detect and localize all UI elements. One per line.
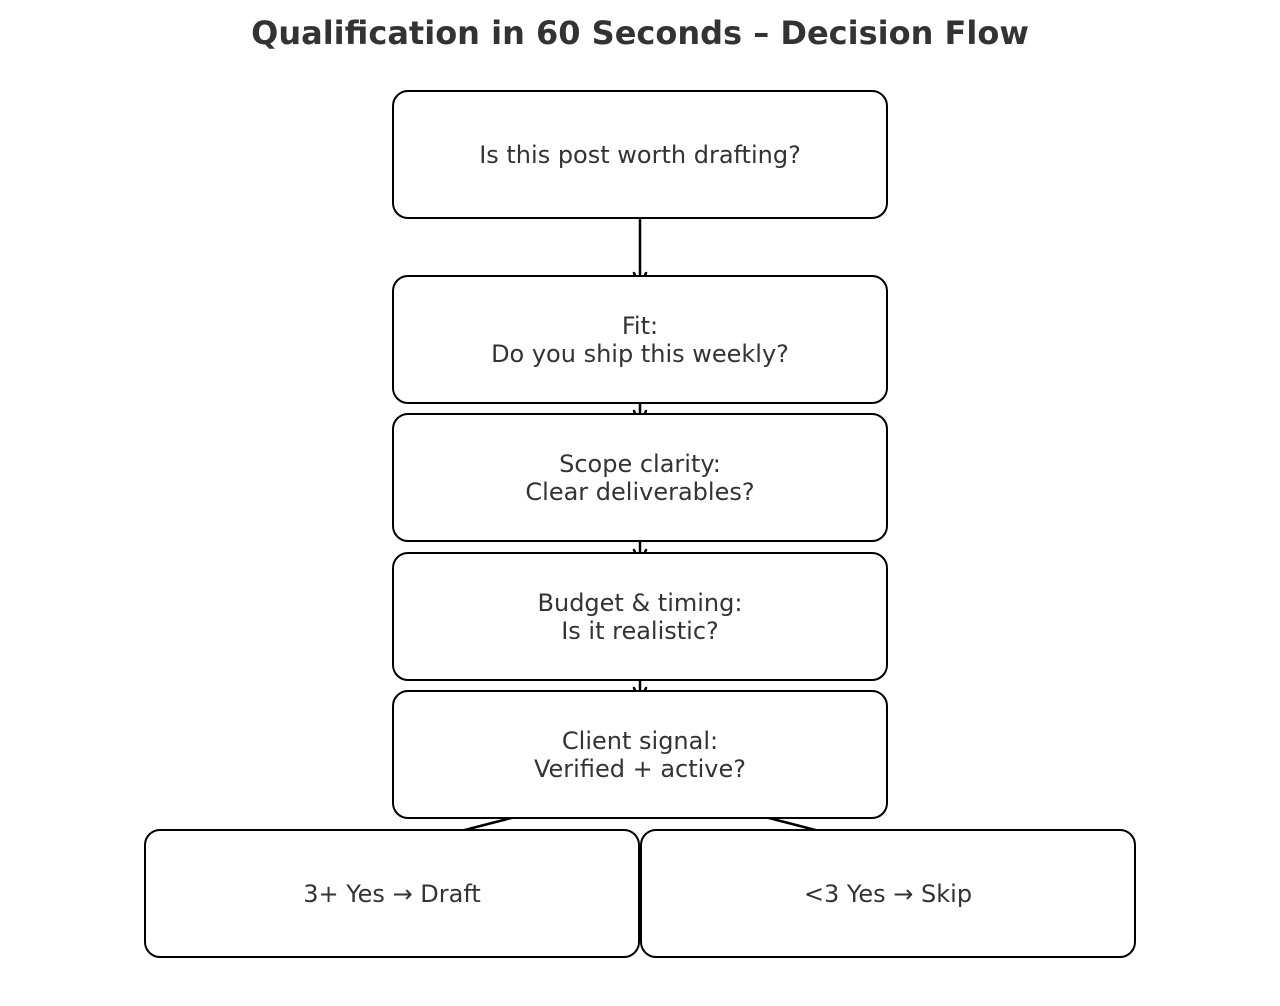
node-client-signal: Client signal: Verified + active? <box>392 690 888 819</box>
node-budget-timing: Budget & timing: Is it realistic? <box>392 552 888 681</box>
node-draft-outcome: 3+ Yes → Draft <box>144 829 640 958</box>
diagram-title: Qualification in 60 Seconds – Decision F… <box>251 14 1029 52</box>
node-fit: Fit: Do you ship this weekly? <box>392 275 888 404</box>
node-fit-question: Do you ship this weekly? <box>491 339 789 368</box>
node-skip-outcome: <3 Yes → Skip <box>640 829 1136 958</box>
node-scope-clarity-label: Scope clarity: <box>559 449 721 478</box>
node-scope-clarity: Scope clarity: Clear deliverables? <box>392 413 888 542</box>
node-client-signal-label: Client signal: <box>561 726 719 755</box>
node-skip-outcome-text: <3 Yes → Skip <box>803 879 973 908</box>
node-worth-drafting-text: Is this post worth drafting? <box>479 140 801 169</box>
node-draft-outcome-text: 3+ Yes → Draft <box>303 879 481 908</box>
node-scope-clarity-question: Clear deliverables? <box>525 477 755 506</box>
node-client-signal-question: Verified + active? <box>533 754 747 783</box>
node-worth-drafting: Is this post worth drafting? <box>392 90 888 219</box>
node-budget-timing-label: Budget & timing: <box>537 588 743 617</box>
node-budget-timing-question: Is it realistic? <box>561 616 719 645</box>
node-fit-label: Fit: <box>621 311 659 340</box>
